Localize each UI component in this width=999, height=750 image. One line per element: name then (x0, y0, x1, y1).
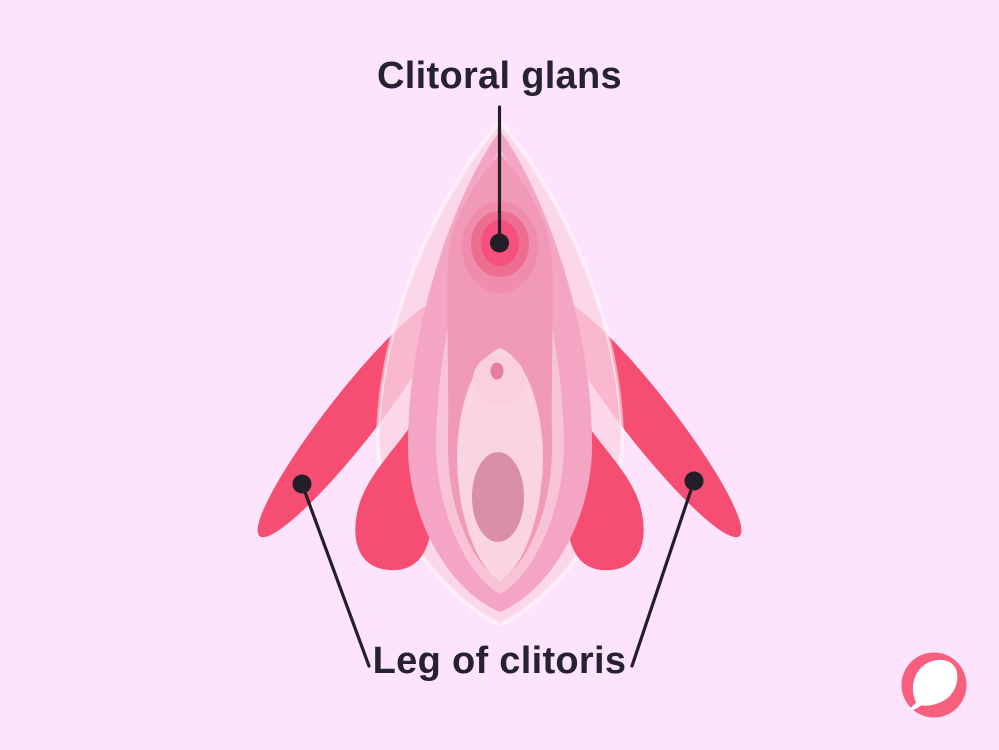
leg-left-marker-dot (292, 474, 312, 494)
leg-right-marker-dot (684, 471, 704, 491)
callout-markers (300, 105, 696, 668)
vaginal-opening (472, 452, 524, 542)
leg-right-leader-line (630, 479, 696, 668)
leg-left-leader-line (300, 482, 371, 668)
label-clitoral-glans: Clitoral glans (377, 55, 622, 97)
urethral-mound (473, 354, 525, 406)
feather-sliver-icon (910, 693, 934, 710)
label-leg-of-clitoris: Leg of clitoris (372, 640, 627, 682)
glans-marker-dot (490, 233, 509, 253)
urethral-opening (490, 362, 504, 380)
flo-feather-logo (901, 652, 967, 718)
feather-icon (912, 659, 958, 706)
